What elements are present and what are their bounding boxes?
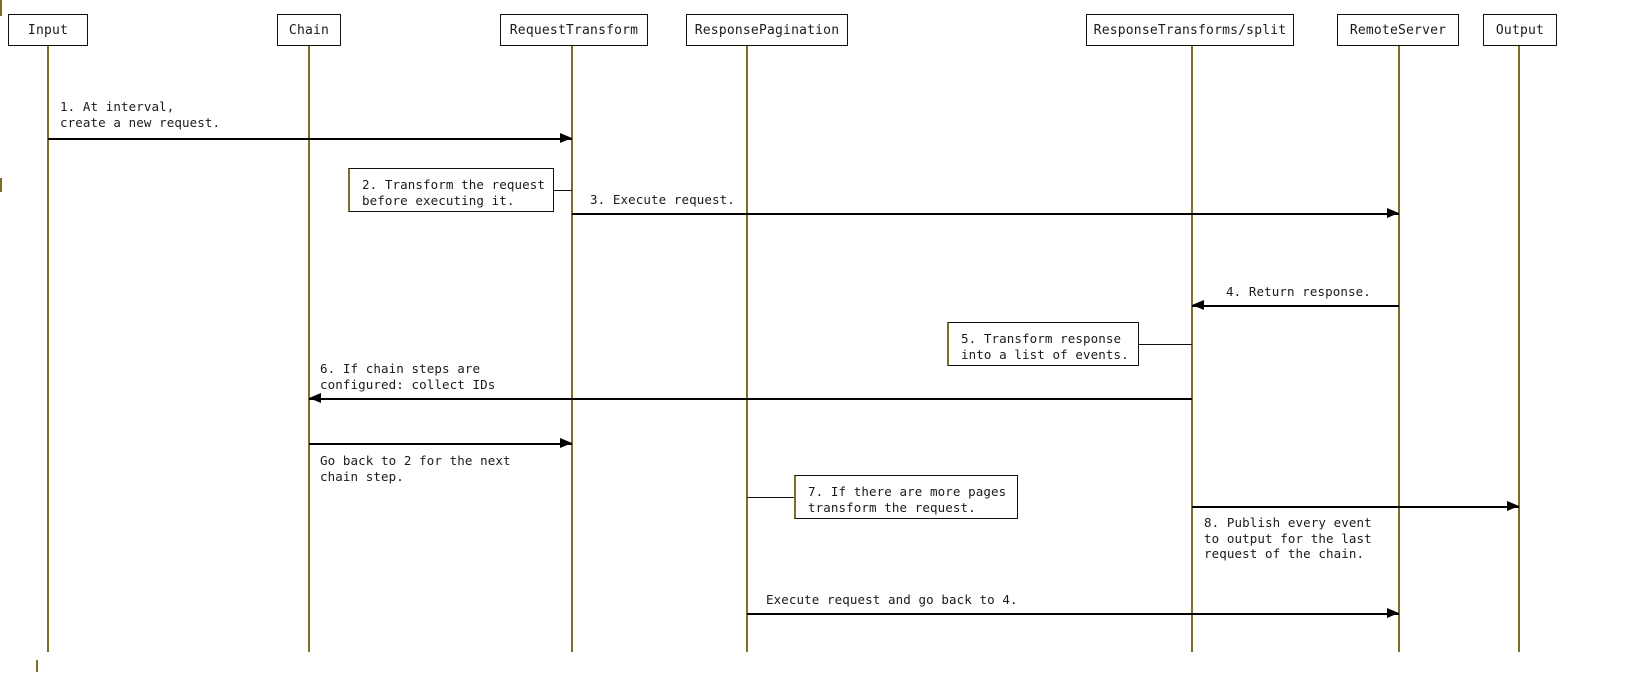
message-line-m4 xyxy=(1192,305,1399,307)
lifeline-resppage xyxy=(746,46,748,652)
participant-input[interactable]: Input xyxy=(8,14,88,46)
canvas-edge-mark-0 xyxy=(0,0,2,16)
canvas-edge-mark-2 xyxy=(36,660,38,672)
participant-resptrans[interactable]: ResponseTransforms/split xyxy=(1086,14,1294,46)
lifeline-output xyxy=(1518,46,1520,652)
message-line-m8 xyxy=(1192,506,1519,508)
participant-chain[interactable]: Chain xyxy=(277,14,341,46)
message-label-m-goback4: Execute request and go back to 4. xyxy=(766,592,1018,607)
participant-output[interactable]: Output xyxy=(1483,14,1557,46)
lifeline-chain xyxy=(308,46,310,652)
message-label-m1: 1. At interval, create a new request. xyxy=(60,99,221,130)
lifeline-input xyxy=(47,46,49,652)
message-line-m-goback2 xyxy=(309,443,572,445)
arrowhead-right-m-goback4 xyxy=(1387,608,1399,619)
message-label-m-goback2: Go back to 2 for the next chain step. xyxy=(320,453,511,484)
message-line-m6 xyxy=(309,398,1192,400)
note-connector-n7 xyxy=(747,497,794,499)
arrowhead-left-m6 xyxy=(309,393,321,404)
message-label-m6: 6. If chain steps are configured: collec… xyxy=(320,361,496,392)
lifeline-reqtrans xyxy=(571,46,573,652)
canvas-edge-mark-1 xyxy=(0,178,2,192)
message-line-m3 xyxy=(572,213,1399,215)
arrowhead-right-m3 xyxy=(1387,208,1399,219)
message-label-m3: 3. Execute request. xyxy=(590,192,735,207)
lifeline-resptrans xyxy=(1191,46,1193,652)
arrowhead-left-m4 xyxy=(1192,300,1204,311)
message-label-m8: 8. Publish every event to output for the… xyxy=(1204,515,1372,561)
message-line-m1 xyxy=(48,138,572,140)
participant-reqtrans[interactable]: RequestTransform xyxy=(500,14,648,46)
arrowhead-right-m-goback2 xyxy=(560,438,572,449)
message-label-m4: 4. Return response. xyxy=(1226,284,1371,299)
note-connector-n5 xyxy=(1139,344,1192,346)
note-connector-n2 xyxy=(554,190,572,192)
note-n5[interactable]: 5. Transform response into a list of eve… xyxy=(947,322,1139,366)
note-n7[interactable]: 7. If there are more pages transform the… xyxy=(794,475,1018,519)
participant-resppage[interactable]: ResponsePagination xyxy=(686,14,848,46)
participant-remotesrv[interactable]: RemoteServer xyxy=(1337,14,1459,46)
note-n2[interactable]: 2. Transform the request before executin… xyxy=(348,168,554,212)
lifeline-remotesrv xyxy=(1398,46,1400,652)
arrowhead-right-m1 xyxy=(560,133,572,144)
arrowhead-right-m8 xyxy=(1507,501,1519,512)
message-line-m-goback4 xyxy=(747,613,1399,615)
